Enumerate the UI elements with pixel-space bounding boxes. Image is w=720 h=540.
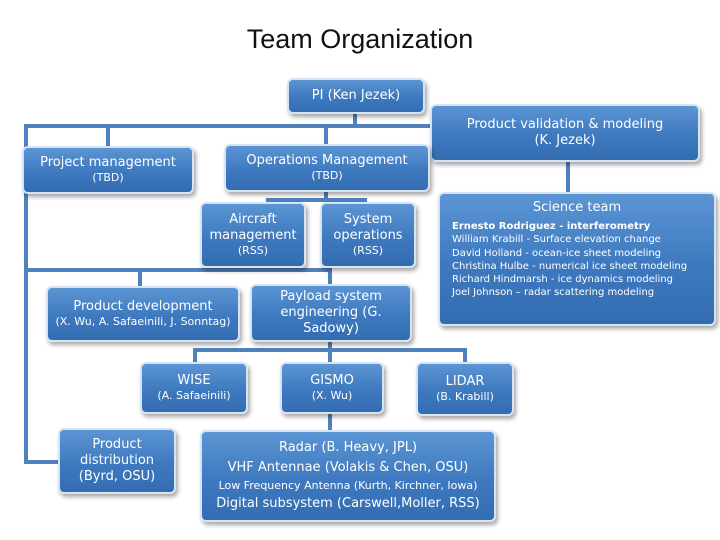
gismo-lead: (X. Wu) <box>311 389 353 403</box>
science-team-member: David Holland - ocean-ice sheet modeling <box>452 247 662 259</box>
lidar-box: LIDAR (B. Krabill) <box>416 362 514 416</box>
aircraft-management-lead: (RSS) <box>237 244 269 258</box>
product-distribution-title-2: distribution <box>79 452 155 468</box>
product-validation-box: Product validation & modeling (K. Jezek) <box>430 104 700 162</box>
operations-management-box: Operations Management (TBD) <box>224 144 430 192</box>
product-validation-title: Product validation & modeling <box>466 116 664 132</box>
product-development-title: Product development <box>73 299 213 314</box>
science-team-heading: Science team <box>532 200 622 215</box>
radar-lead: Radar (B. Heavy, JPL) <box>278 440 418 456</box>
wise-box: WISE (A. Safaeinili) <box>140 362 248 414</box>
aircraft-management-title-1: Aircraft <box>229 211 277 227</box>
system-operations-box: System operations (RSS) <box>320 202 416 268</box>
digital-subsystem-lead: Digital subsystem (Carswell,Moller, RSS) <box>216 495 480 511</box>
product-validation-lead: (K. Jezek) <box>534 133 596 148</box>
low-frequency-antenna-lead: Low Frequency Antenna (Kurth, Kirchner, … <box>218 478 478 492</box>
product-development-box: Product development (X. Wu, A. Safaeinil… <box>46 286 240 342</box>
lidar-lead: (B. Krabill) <box>436 390 494 404</box>
vhf-antennae-lead: VHF Antennae (Volakis & Chen, OSU) <box>227 459 469 475</box>
wise-title: WISE <box>177 373 211 388</box>
pi-box: PI (Ken Jezek) <box>287 78 425 114</box>
science-team-member: William Krabill - Surface elevation chan… <box>452 234 661 246</box>
gismo-box: GISMO (X. Wu) <box>280 362 384 414</box>
operations-management-title: Operations Management <box>246 153 408 168</box>
science-team-box: Science team Ernesto Rodriguez - interfe… <box>438 192 716 326</box>
project-management-lead: (TBD) <box>92 171 124 185</box>
gismo-title: GISMO <box>310 373 354 388</box>
radar-box: Radar (B. Heavy, JPL) VHF Antennae (Vola… <box>200 430 496 522</box>
product-distribution-lead: (Byrd, OSU) <box>78 469 156 485</box>
payload-system-box: Payload system engineering (G. Sadowy) <box>250 284 412 342</box>
aircraft-management-box: Aircraft management (RSS) <box>200 202 306 268</box>
product-distribution-box: Product distribution (Byrd, OSU) <box>58 428 176 494</box>
science-team-member: Joel Johnson – radar scattering modeling <box>452 287 655 299</box>
pi-name: PI (Ken Jezek) <box>311 87 401 103</box>
product-distribution-title-1: Product <box>92 436 142 452</box>
aircraft-management-title-2: management <box>209 228 297 244</box>
lidar-title: LIDAR <box>445 374 485 389</box>
science-team-member: Christina Hulbe - numerical ice sheet mo… <box>452 260 688 272</box>
product-development-leads: (X. Wu, A. Safaeinili, J. Sonntag) <box>55 315 231 329</box>
science-team-member: Ernesto Rodriguez - interferometry <box>452 221 651 233</box>
system-operations-title-1: System <box>343 211 393 227</box>
system-operations-lead: (RSS) <box>352 244 384 258</box>
page-title: Team Organization <box>246 24 474 54</box>
project-management-title: Project management <box>40 155 176 170</box>
project-management-box: Project management (TBD) <box>22 146 194 194</box>
operations-management-lead: (TBD) <box>311 169 343 183</box>
system-operations-title-2: operations <box>333 228 403 244</box>
payload-system-title: Payload system <box>280 288 382 304</box>
science-team-member: Richard Hindmarsh - ice dynamics modelin… <box>452 274 673 285</box>
payload-system-lead: engineering (G. Sadowy) <box>280 304 382 337</box>
wise-lead: (A. Safaeinili) <box>157 389 231 403</box>
